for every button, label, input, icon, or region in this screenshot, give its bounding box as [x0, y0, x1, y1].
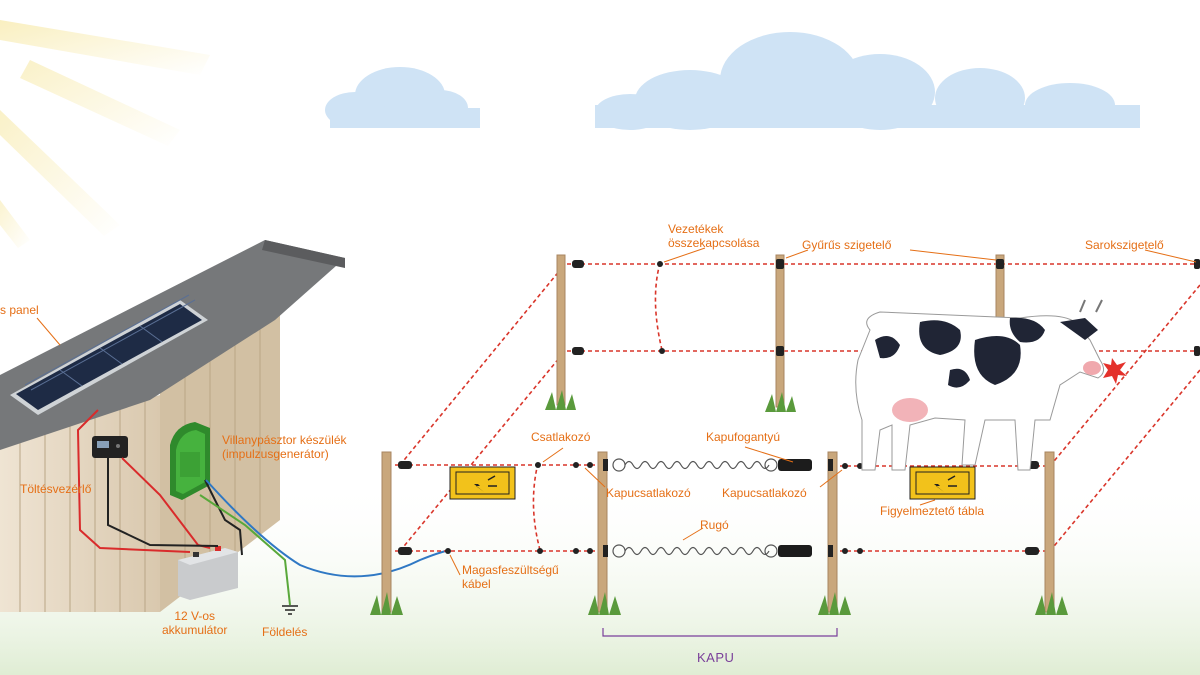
- solar-panel: [10, 294, 208, 415]
- warning-signs: [449, 466, 976, 500]
- label-gate: KAPU: [697, 650, 735, 665]
- label-hv-cable: Magasfeszültségű kábel: [462, 563, 559, 591]
- battery: [178, 546, 238, 600]
- label-solar-panel: s panel: [0, 303, 39, 317]
- cow: [855, 299, 1104, 471]
- label-spring: Rugó: [700, 518, 729, 532]
- ground-symbol: [282, 605, 298, 615]
- label-energizer-line1: Villanypásztor készülék: [222, 433, 347, 447]
- label-battery: 12 V-os akkumulátor: [162, 609, 227, 637]
- cloud-small: [325, 67, 480, 128]
- shed-roof: [0, 240, 345, 450]
- label-battery-line2: akkumulátor: [162, 623, 228, 637]
- label-wire-joint-line2: összekapcsolása: [668, 236, 760, 250]
- label-gate-connector-right: Kapucsatlakozó: [722, 486, 807, 500]
- cables: [76, 409, 451, 606]
- gate-bracket: [602, 628, 838, 637]
- label-wire-joint-line1: Vezetékek: [668, 222, 724, 236]
- label-warning-sign: Figyelmeztető tábla: [880, 504, 985, 518]
- energizer: [170, 422, 210, 500]
- label-wire-joint: Vezetékek összekapcsolása: [668, 222, 759, 250]
- cloud-large: [595, 32, 1140, 130]
- label-hv-cable-line1: Magasfeszültségű: [462, 563, 559, 577]
- leader-lines: [36, 247, 1197, 576]
- black-cable: [107, 458, 219, 547]
- label-battery-line1: 12 V-os: [174, 609, 216, 623]
- label-energizer-line2: (impulzusgenerátor): [222, 447, 329, 461]
- label-charge-controller: Töltésvezérlő: [20, 482, 92, 496]
- label-energizer: Villanypásztor készülék (impulzusgenerát…: [222, 433, 347, 461]
- fence-wires: [395, 262, 1200, 552]
- hv-cable: [205, 479, 451, 578]
- label-connector: Csatlakozó: [531, 430, 591, 444]
- gate-handles: [778, 459, 812, 557]
- grass-tufts: [370, 390, 1068, 615]
- insulators: [398, 259, 1200, 557]
- label-ring-insulator: Gyűrűs szigetelő: [802, 238, 892, 252]
- label-gate-connector-left: Kapucsatlakozó: [606, 486, 691, 500]
- label-gate-handle: Kapufogantyú: [706, 430, 781, 444]
- label-grounding: Földelés: [262, 625, 308, 639]
- label-hv-cable-line2: kábel: [462, 577, 491, 591]
- red-cable: [76, 409, 191, 553]
- sun-rays: [0, 20, 210, 248]
- charge-controller: [92, 436, 128, 458]
- spark-icon: [1103, 358, 1127, 384]
- label-corner-insulator: Sarokszigetelő: [1085, 238, 1164, 252]
- ground-cable: [199, 494, 291, 606]
- gate-springs: [612, 458, 778, 558]
